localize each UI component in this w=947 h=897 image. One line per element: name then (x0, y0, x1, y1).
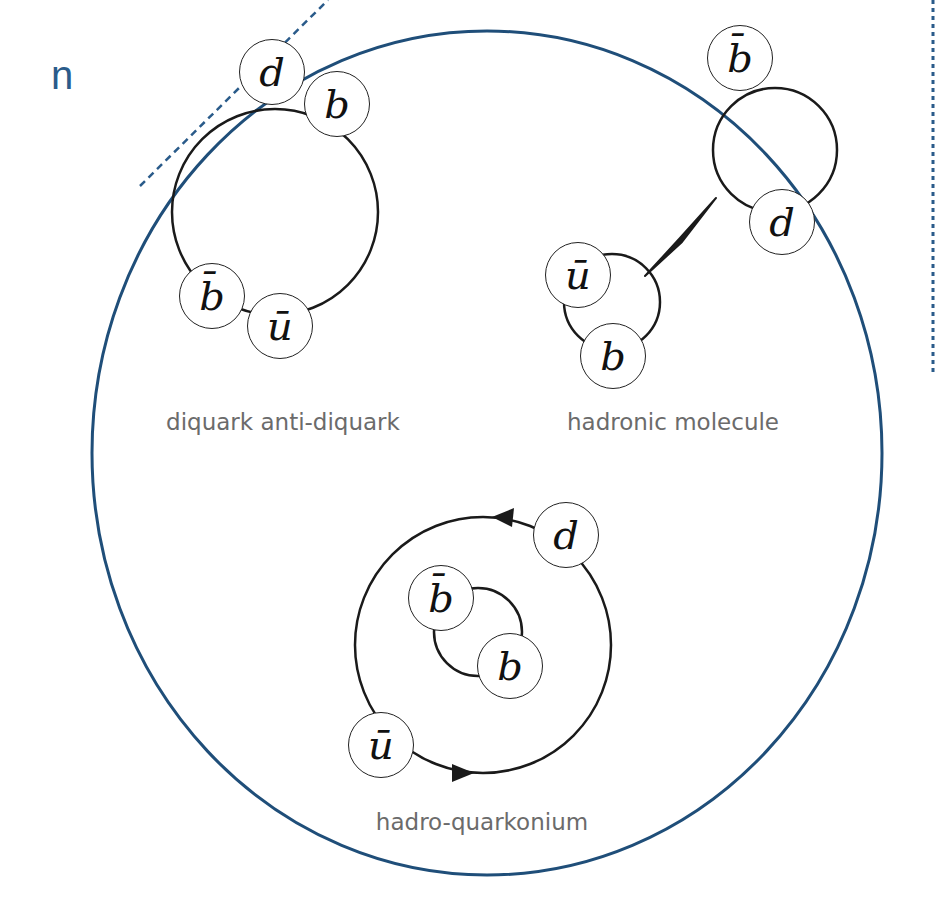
quark-circle: b (580, 323, 646, 389)
structure-caption: diquark anti-diquark (166, 409, 400, 435)
quark-symbol: b̄ (727, 38, 753, 78)
quark-circle: ū (348, 712, 414, 778)
quark-circle: ū (545, 242, 611, 308)
orbit-arrowhead (452, 764, 474, 782)
quark-symbol: d (259, 52, 285, 92)
quark-circle: ū (247, 293, 313, 359)
quark-symbol: b (324, 84, 350, 124)
quark-symbol: b (600, 336, 626, 376)
orbit-arrowhead (492, 508, 514, 527)
quark-circle: b̄ (179, 263, 245, 329)
quark-symbol: ū (267, 306, 293, 346)
dashed-pointer-line (140, 0, 328, 186)
quark-symbol: ū (565, 255, 591, 295)
quark-symbol: d (769, 202, 795, 242)
quark-symbol: b̄ (199, 276, 225, 316)
quark-symbol: ū (368, 725, 394, 765)
quark-symbol: d (553, 515, 579, 555)
binding-link (645, 198, 716, 276)
cut-off-letter: n (51, 53, 73, 98)
structure-caption: hadro-quarkonium (376, 809, 588, 835)
structure-caption: hadronic molecule (567, 409, 779, 435)
quark-circle: b̄ (408, 565, 474, 631)
dotted-frame-line (932, 0, 935, 372)
quark-circle: b̄ (707, 25, 773, 91)
quark-circle: b (477, 633, 543, 699)
quark-circle: d (239, 39, 305, 105)
quark-symbol: b̄ (428, 578, 454, 618)
quark-circle: b (304, 71, 370, 137)
quark-symbol: b (497, 646, 523, 686)
quark-circle: d (533, 502, 599, 568)
enclosing-circle (92, 31, 882, 875)
string-ring (172, 109, 378, 315)
quark-circle: d (749, 189, 815, 255)
